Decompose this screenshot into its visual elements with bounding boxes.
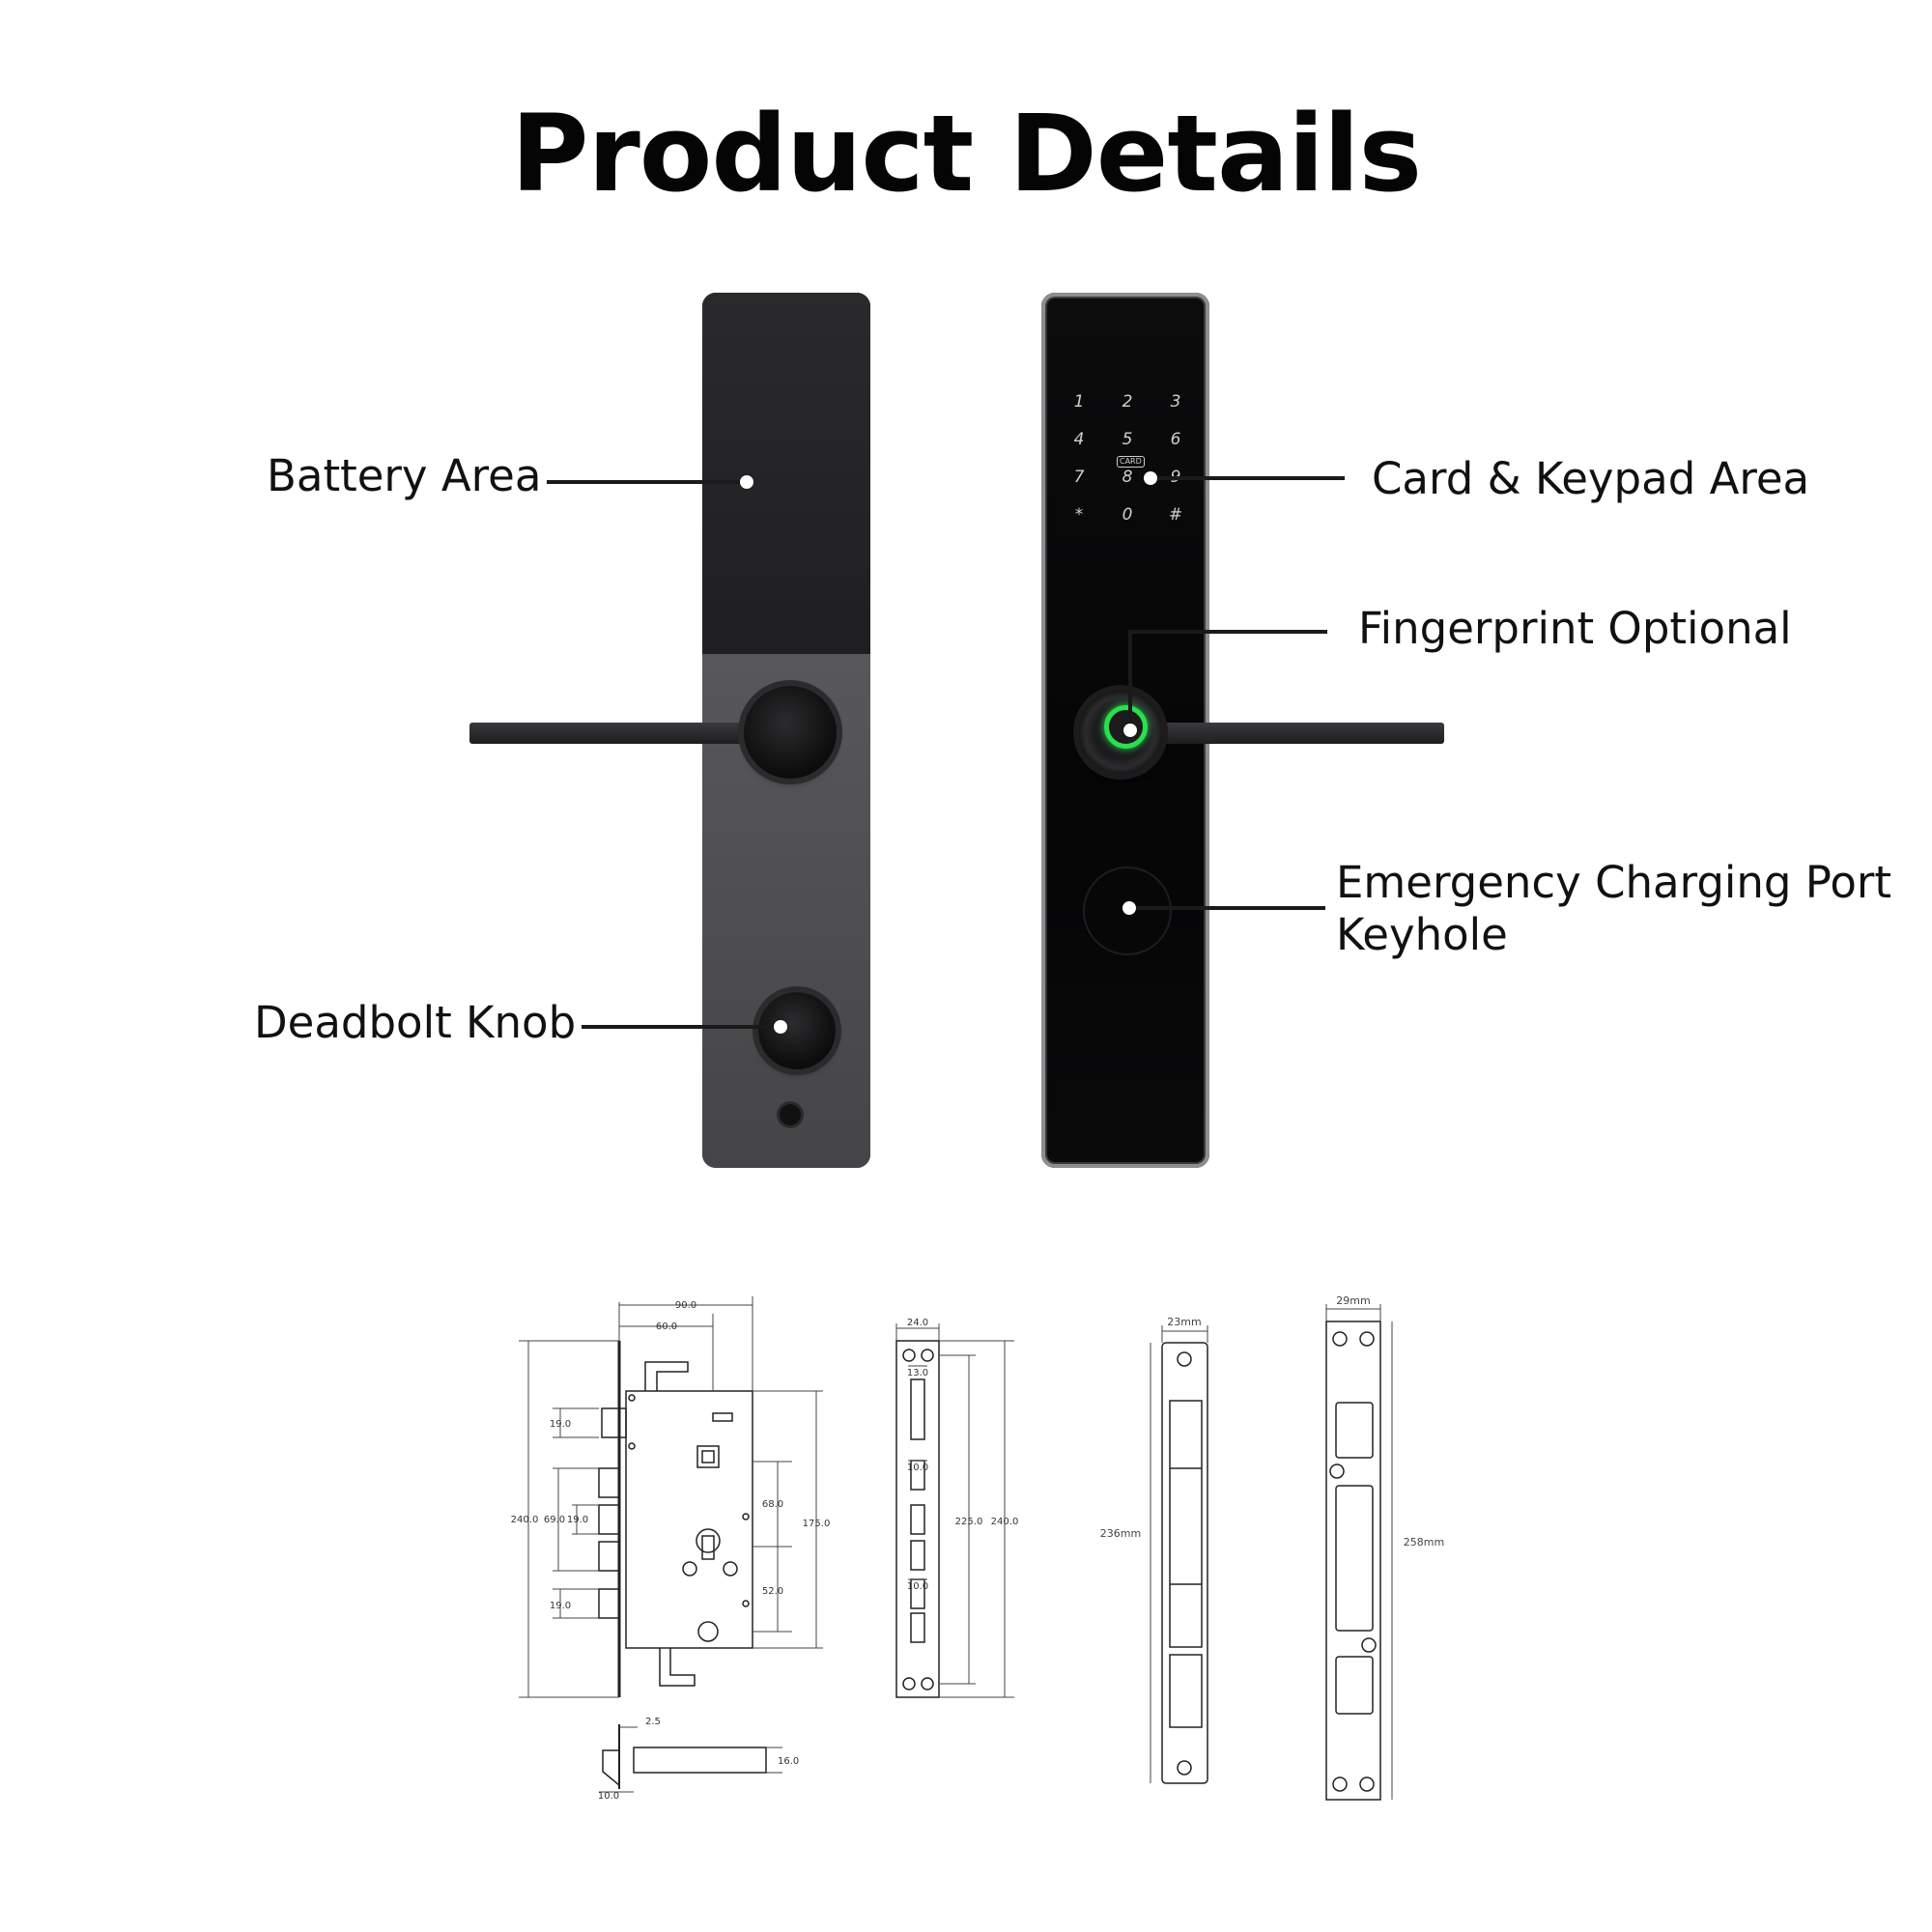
callout-dot-fingerprint <box>1123 724 1137 737</box>
back-handle-knob <box>744 686 837 779</box>
callout-deadbolt-knob: Deadbolt Knob <box>254 997 577 1048</box>
dim-bolt-width: 10.0 <box>598 1791 619 1802</box>
key-0: 0 <box>1122 505 1133 525</box>
keyhole-cover <box>1083 867 1172 955</box>
dim-strike-wide-width: 29mm <box>1336 1294 1370 1307</box>
key-8: 8 <box>1122 468 1133 487</box>
callout-line-battery <box>547 480 746 484</box>
dim-faceplate-width: 24.0 <box>907 1318 928 1328</box>
strike-plate-narrow-drawing <box>1161 1342 1208 1784</box>
dim-latch-bottom: 19.0 <box>550 1601 571 1611</box>
callout-line-emergency <box>1136 906 1325 910</box>
dim-bolt-height: 16.0 <box>778 1756 799 1767</box>
dim-slot-mid: 10.0 <box>907 1463 928 1473</box>
dim-slot-top: 13.0 <box>907 1368 928 1378</box>
key-3: 3 <box>1170 392 1181 412</box>
deadbolt-knob-image <box>758 992 836 1069</box>
key-hash: # <box>1168 505 1183 525</box>
page-title: Product Details <box>510 92 1422 215</box>
callout-line-fingerprint-vertical <box>1128 630 1132 729</box>
dim-latch-top: 19.0 <box>550 1419 571 1430</box>
dim-hole-spacing: 225.0 <box>955 1517 983 1527</box>
key-4: 4 <box>1073 430 1085 449</box>
callout-keyhole: Keyhole <box>1336 909 1508 960</box>
callout-dot-emergency <box>1122 901 1136 915</box>
back-panel-screw-hole <box>780 1104 801 1125</box>
fingerprint-ring-icon <box>1104 705 1148 749</box>
dim-strike-narrow-height: 236mm <box>1100 1527 1141 1540</box>
key-star: * <box>1074 505 1084 525</box>
key-5: 5 <box>1122 430 1133 449</box>
dim-faceplate-height: 240.0 <box>991 1517 1019 1527</box>
dim-strike-narrow-width: 23mm <box>1167 1316 1201 1328</box>
callout-emergency-charging-port: Emergency Charging Port <box>1336 857 1892 908</box>
dim-bolt-throw: 2.5 <box>645 1717 661 1727</box>
callout-line-fingerprint <box>1128 630 1327 634</box>
dim-bolt-mid: 19.0 <box>567 1515 588 1525</box>
back-handle-lever <box>469 723 759 744</box>
dim-cylinder-bottom: 52.0 <box>762 1586 783 1597</box>
dim-bolt-spacing: 69.0 <box>544 1515 565 1525</box>
mortise-lock-drawing <box>598 1341 767 1789</box>
dim-slot-bottom: 10.0 <box>907 1581 928 1592</box>
key-1: 1 <box>1073 392 1085 412</box>
callout-card-keypad-area: Card & Keypad Area <box>1372 453 1810 504</box>
card-reader-label: CARD <box>1117 456 1145 468</box>
callout-line-deadbolt <box>582 1025 777 1029</box>
dim-mortise-backset: 60.0 <box>656 1321 677 1332</box>
dim-height-total: 240.0 <box>511 1515 539 1525</box>
callout-fingerprint-optional: Fingerprint Optional <box>1358 603 1792 654</box>
callout-dot-battery <box>740 475 753 489</box>
strike-plate-wide-drawing <box>1325 1321 1381 1801</box>
callout-dot-keypad <box>1144 471 1157 485</box>
callout-line-keypad <box>1150 476 1345 480</box>
dim-mortise-width: 90.0 <box>675 1300 696 1311</box>
callout-battery-area: Battery Area <box>267 450 542 501</box>
dim-strike-wide-height: 258mm <box>1404 1536 1444 1548</box>
dimension-labels: 90.0 60.0 19.0 240.0 69.0 19.0 19.0 68.0… <box>511 1294 1445 1802</box>
dim-spindle-cylinder: 68.0 <box>762 1499 783 1510</box>
key-6: 6 <box>1170 430 1181 449</box>
faceplate-drawing <box>895 1340 940 1698</box>
front-handle-lever <box>1150 723 1444 744</box>
battery-cover <box>702 293 870 654</box>
dim-case-height: 175.0 <box>803 1519 831 1529</box>
key-7: 7 <box>1073 468 1085 487</box>
key-2: 2 <box>1122 392 1133 412</box>
callout-dot-deadbolt <box>774 1020 787 1034</box>
